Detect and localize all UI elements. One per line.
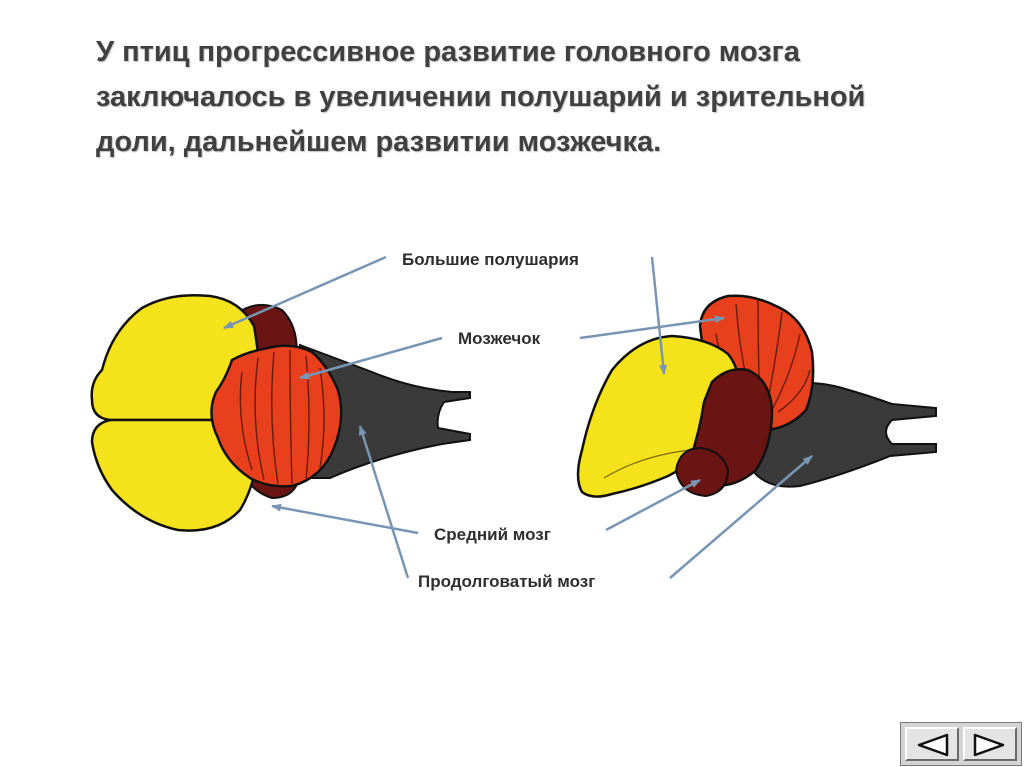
arrow-cerebellum-side: [579, 315, 725, 340]
slide-title: У птиц прогрессивное развитие головного …: [96, 30, 976, 165]
label-cerebellum: Мозжечок: [458, 329, 541, 348]
side-view-hemisphere-groove: [603, 449, 691, 479]
arrow-hemispheres-side: [650, 256, 668, 375]
top-view-hemisphere-lower: [90, 418, 262, 532]
arrow-midbrain-side: [605, 478, 701, 532]
arrow-medulla-top: [358, 425, 410, 579]
arrow-cerebellum-top: [299, 336, 443, 380]
triangle-left-icon: [917, 733, 949, 757]
brain-top-view: [90, 293, 471, 532]
arrow-midbrain-top: [271, 503, 419, 535]
previous-slide-button[interactable]: [905, 727, 959, 761]
brain-side-view: [576, 294, 937, 498]
label-midbrain: Средний мозг: [434, 525, 551, 544]
triangle-right-icon: [973, 733, 1005, 757]
arrow-hemispheres-top: [223, 255, 387, 330]
arrow-medulla-side: [669, 455, 813, 579]
top-view-cerebellum-folds: [239, 349, 325, 485]
pointer-arrows: [223, 255, 813, 579]
slide-navigation: [900, 722, 1022, 766]
slide-title-line-1: У птиц прогрессивное развитие головного …: [96, 36, 800, 68]
label-medulla: Продолговатый мозг: [418, 572, 595, 591]
slide-title-line-3: доли, дальнейшем развитии мозжечка.: [96, 126, 662, 158]
side-view-optic-lobe: [674, 446, 730, 498]
slide-title-line-2: заключалось в увеличении полушарий и зри…: [96, 81, 866, 113]
label-hemispheres: Большие полушария: [402, 250, 579, 269]
next-slide-button[interactable]: [963, 727, 1017, 761]
